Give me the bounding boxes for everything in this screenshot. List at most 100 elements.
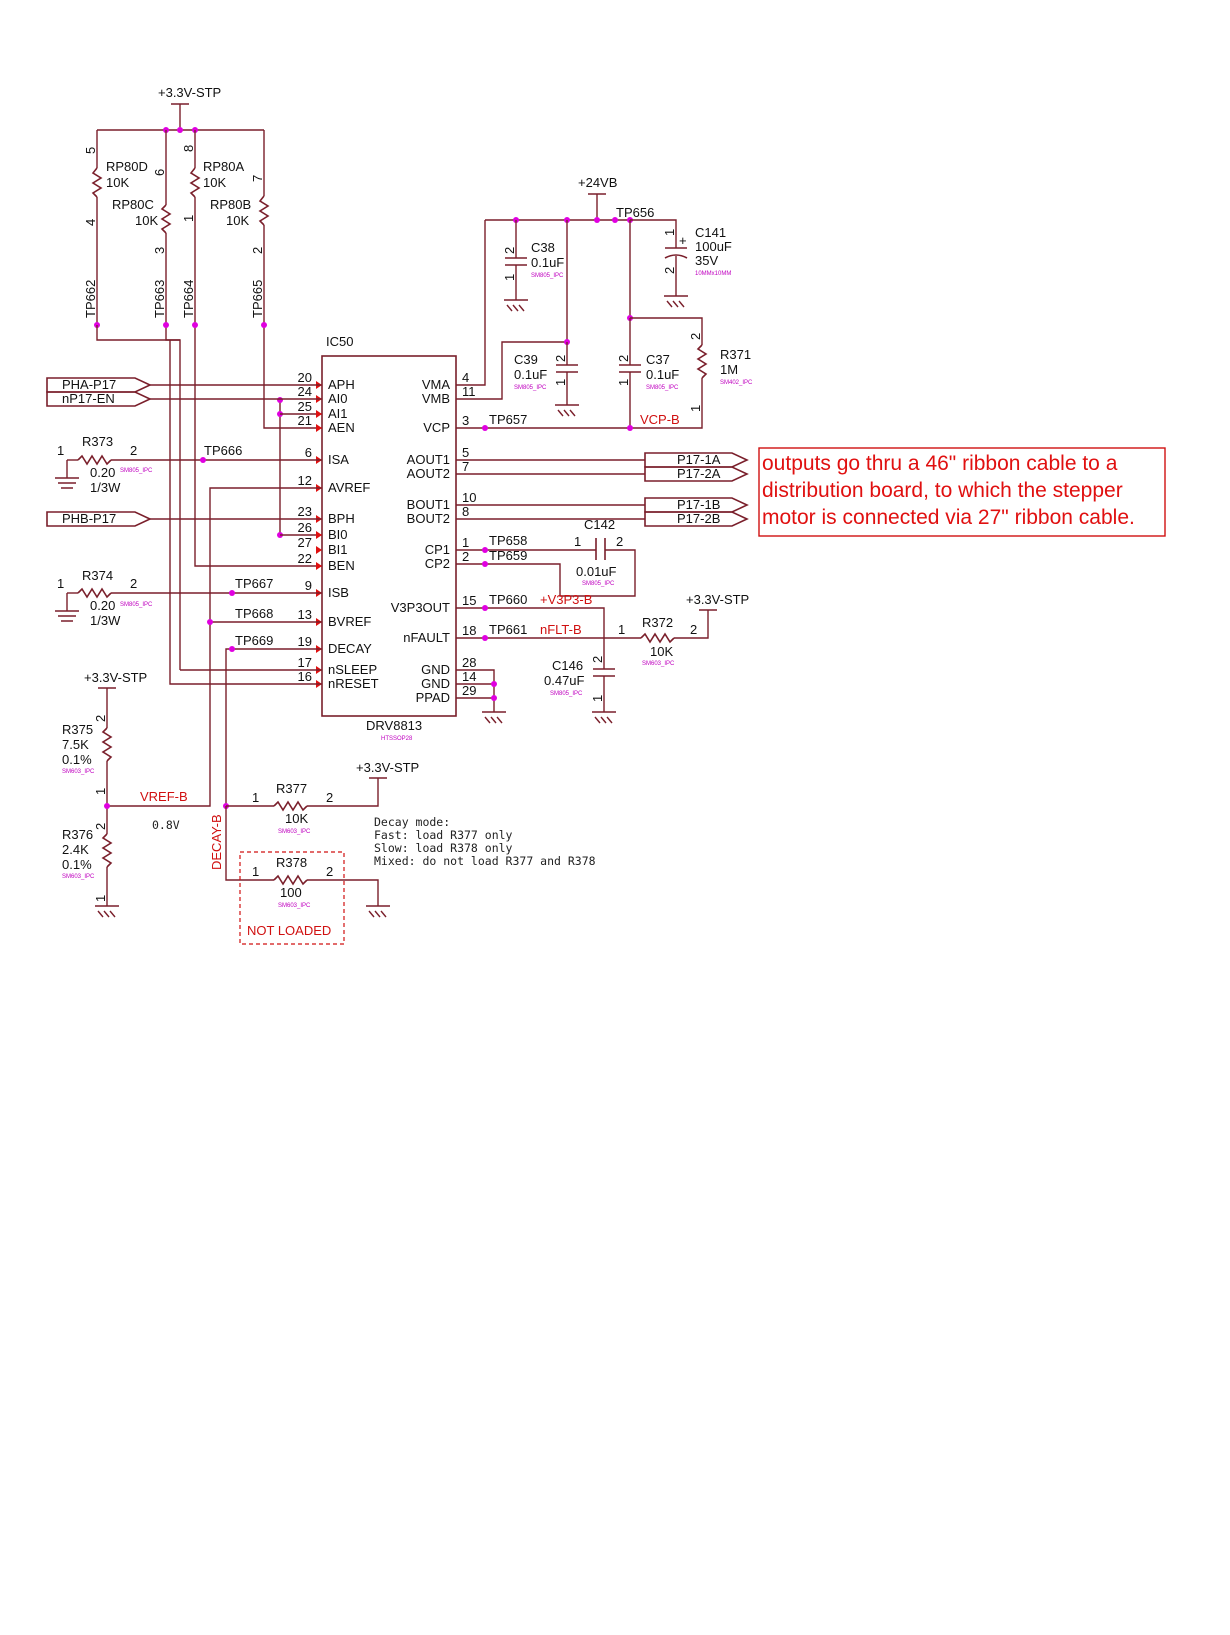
ic-left-pin-name: AVREF bbox=[328, 480, 370, 495]
c146-ref: C146 bbox=[552, 658, 583, 673]
resistor-r371: R371 1M SM402_IPC 2 1 bbox=[456, 333, 753, 429]
r376-pin1: 1 bbox=[93, 895, 108, 902]
capacitor-c37: C37 0.1uF SM805_IPC 2 1 bbox=[616, 318, 679, 428]
port-p2a: P17-2A bbox=[677, 466, 721, 481]
annotation-line-2: distribution board, to which the stepper bbox=[762, 479, 1123, 502]
ic-left-pin-num: 20 bbox=[298, 370, 312, 385]
c37-pin1: 1 bbox=[616, 379, 631, 386]
tp668-label: TP668 bbox=[235, 606, 273, 621]
r375-ref: R375 bbox=[62, 722, 93, 737]
ic-right-pin-name: VMB bbox=[422, 391, 450, 406]
tp663-label: TP663 bbox=[152, 280, 167, 318]
ic-left-pin-num: 25 bbox=[298, 399, 312, 414]
tp659-label: TP659 bbox=[489, 548, 527, 563]
r376-tol: 0.1% bbox=[62, 857, 92, 872]
c146-value: 0.47uF bbox=[544, 673, 585, 688]
ic-right-pin-num: 8 bbox=[462, 504, 469, 519]
decay-note-2: Fast: load R377 only bbox=[374, 828, 513, 842]
not-loaded-label: NOT LOADED bbox=[247, 923, 331, 938]
r374-value: 0.20 bbox=[90, 598, 115, 613]
pin-arrow bbox=[316, 562, 322, 570]
ic-right-pin-name: nFAULT bbox=[403, 630, 450, 645]
r374-pin2: 2 bbox=[130, 576, 137, 591]
r374-pin1: 1 bbox=[57, 576, 64, 591]
resistor-r372: TP661 nFLT-B 1 2 R372 10K SM603_IPC +3.3… bbox=[456, 592, 749, 667]
net-v3p3-b: +V3P3-B bbox=[540, 592, 592, 607]
r372-pin2: 2 bbox=[690, 622, 697, 637]
ic-right-pin-num: 18 bbox=[462, 623, 476, 638]
rp80d-value: 10K bbox=[106, 175, 129, 190]
ic-left-pin-num: 17 bbox=[298, 655, 312, 670]
ic-right-pin-num: 7 bbox=[462, 459, 469, 474]
ic-left-pin-num: 27 bbox=[298, 535, 312, 550]
vref-divider: +3.3V-STP R375 7.5K 0.1% SM603_IPC 2 1 R… bbox=[62, 670, 188, 918]
annotation-line-1: outputs go thru a 46" ribbon cable to a bbox=[762, 452, 1118, 475]
rp80a-pin8: 8 bbox=[181, 145, 196, 152]
r376-pkg: SM603_IPC bbox=[62, 874, 95, 880]
rp80d-ref: RP80D bbox=[106, 159, 148, 174]
decay-network: +3.3V-STP 1 2 R377 10K SM603_IPC DECAY-B… bbox=[209, 760, 596, 945]
c142-pin1: 1 bbox=[574, 534, 581, 549]
r373-power: 1/3W bbox=[90, 480, 121, 495]
r374-ref: R374 bbox=[82, 568, 113, 583]
ic-left-pin-name: BEN bbox=[328, 558, 355, 573]
c141-pkg: 10MMx10MM bbox=[695, 271, 731, 277]
r371-pin1: 1 bbox=[688, 405, 703, 412]
ic-right-pin-name: AOUT2 bbox=[407, 466, 450, 481]
ic-part: DRV8813 bbox=[366, 718, 422, 733]
tp665-label: TP665 bbox=[250, 280, 265, 318]
ic-left-pin-name: BI1 bbox=[328, 542, 348, 557]
c38-ref: C38 bbox=[531, 240, 555, 255]
ic-left-pin-num: 21 bbox=[298, 413, 312, 428]
c141-ref: C141 bbox=[695, 225, 726, 240]
r375-pin2: 2 bbox=[93, 715, 108, 722]
tp661-label: TP661 bbox=[489, 622, 527, 637]
r374-pkg: SM805_IPC bbox=[120, 602, 153, 608]
rail-label-mid: +3.3V-STP bbox=[356, 760, 419, 775]
r372-ref: R372 bbox=[642, 615, 673, 630]
ic-left-pin-num: 9 bbox=[305, 578, 312, 593]
rp80b-pin2: 2 bbox=[250, 247, 265, 254]
port-pha: PHA-P17 bbox=[46, 377, 322, 393]
resistor-rp80b: RP80B 10K 7 2 bbox=[210, 130, 322, 429]
capacitor-c141: + C141 100uF 35V 10MMx10MM 1 2 bbox=[662, 225, 732, 308]
r373-ref: R373 bbox=[82, 434, 113, 449]
r376-pin2: 2 bbox=[93, 823, 108, 830]
decay-note-1: Decay mode: bbox=[374, 815, 450, 829]
c37-pin2: 2 bbox=[616, 355, 631, 362]
c39-value: 0.1uF bbox=[514, 367, 547, 382]
ic-left-pin-name: nSLEEP bbox=[328, 662, 377, 677]
c141-volt: 35V bbox=[695, 253, 718, 268]
c39-ref: C39 bbox=[514, 352, 538, 367]
r375-pkg: SM603_IPC bbox=[62, 769, 95, 775]
r377-pin2: 2 bbox=[326, 790, 333, 805]
ic-left-pin-name: nRESET bbox=[328, 676, 379, 691]
c146-pin2: 2 bbox=[590, 656, 605, 663]
ic-left-pin-num: 6 bbox=[305, 445, 312, 460]
net-vcp-b: VCP-B bbox=[640, 412, 680, 427]
ic-left-pin-name: AI0 bbox=[328, 391, 348, 406]
capacitor-c38: C38 0.1uF SM805_IPC 2 1 bbox=[502, 220, 564, 312]
r371-pkg: SM402_IPC bbox=[720, 380, 753, 386]
rail-label-left: +3.3V-STP bbox=[84, 670, 147, 685]
ic-left-pin-name: DECAY bbox=[328, 641, 372, 656]
r373-pkg: SM805_IPC bbox=[120, 468, 153, 474]
c146-pin1: 1 bbox=[590, 695, 605, 702]
ic-left-pin-num: 16 bbox=[298, 669, 312, 684]
ic-right-pin-name: BOUT2 bbox=[407, 511, 450, 526]
rp80c-value: 10K bbox=[135, 213, 158, 228]
r373-value: 0.20 bbox=[90, 465, 115, 480]
decay-note-4: Mixed: do not load R377 and R378 bbox=[374, 854, 596, 868]
tp658-label: TP658 bbox=[489, 533, 527, 548]
ic-left-pin-num: 23 bbox=[298, 504, 312, 519]
resistor-rp80d: RP80D 10K 5 4 bbox=[83, 130, 148, 325]
net-nflt-b: nFLT-B bbox=[540, 622, 582, 637]
rp80a-ref: RP80A bbox=[203, 159, 245, 174]
r375-tol: 0.1% bbox=[62, 752, 92, 767]
ic-right-pin-name: BOUT1 bbox=[407, 497, 450, 512]
tp662-label: TP662 bbox=[83, 280, 98, 318]
c38-pkg: SM805_IPC bbox=[531, 273, 564, 279]
r376-value: 2.4K bbox=[62, 842, 89, 857]
ic-right-pin-name: VMA bbox=[422, 377, 451, 392]
